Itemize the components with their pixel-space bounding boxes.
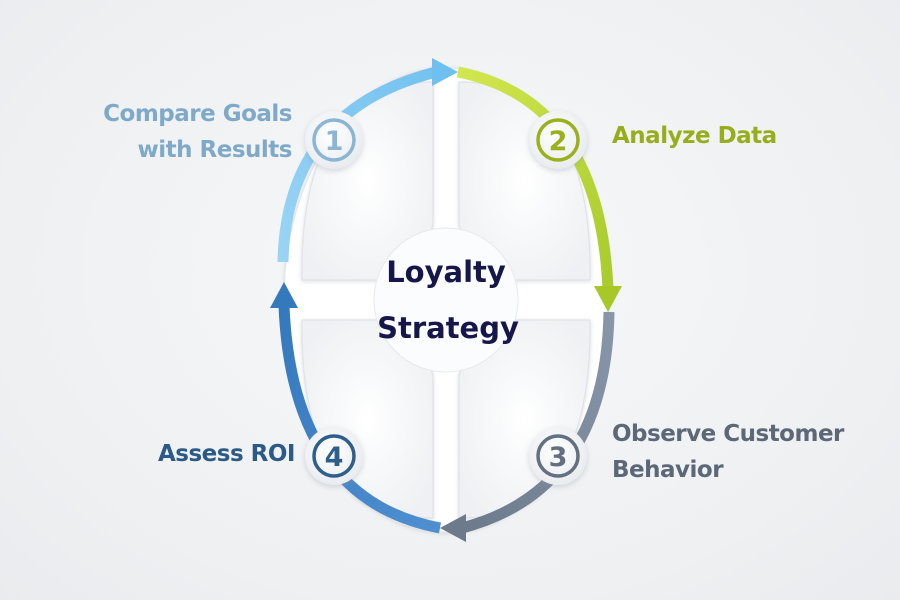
step-label-2-line-1: Analyze Data xyxy=(612,123,777,149)
step-badge-4: 4 xyxy=(305,427,363,485)
step-label-3-line-1: Observe Customer xyxy=(612,421,844,447)
step-badge-3: 3 xyxy=(529,427,587,485)
step-label-2: Analyze Data xyxy=(612,118,812,154)
step-label-4-line-1: Assess ROI xyxy=(158,441,296,467)
step-label-1: Compare Goals with Results xyxy=(100,96,292,168)
step-label-3: Observe Customer Behavior xyxy=(612,416,844,488)
step-label-3-line-2: Behavior xyxy=(612,457,724,483)
cycle-arrow-2-head xyxy=(594,286,622,312)
step-badge-1: 1 xyxy=(305,111,363,169)
cycle-arrow-1-head xyxy=(432,58,458,86)
step-number-1: 1 xyxy=(325,126,344,157)
step-label-1-line-1: Compare Goals xyxy=(103,101,292,127)
cycle-arrow-4-head xyxy=(270,282,298,308)
step-number-3: 3 xyxy=(549,442,568,473)
step-number-2: 2 xyxy=(549,126,568,157)
step-label-1-line-2: with Results xyxy=(137,137,293,163)
center-circle xyxy=(373,227,519,373)
step-number-4: 4 xyxy=(325,442,344,473)
cycle-arrow-3-head xyxy=(440,514,466,542)
step-badge-2: 2 xyxy=(529,111,587,169)
step-label-4: Assess ROI xyxy=(150,436,296,472)
center-title-line-2: Strategy xyxy=(377,311,519,345)
center-title-line-1: Loyalty xyxy=(386,255,506,289)
